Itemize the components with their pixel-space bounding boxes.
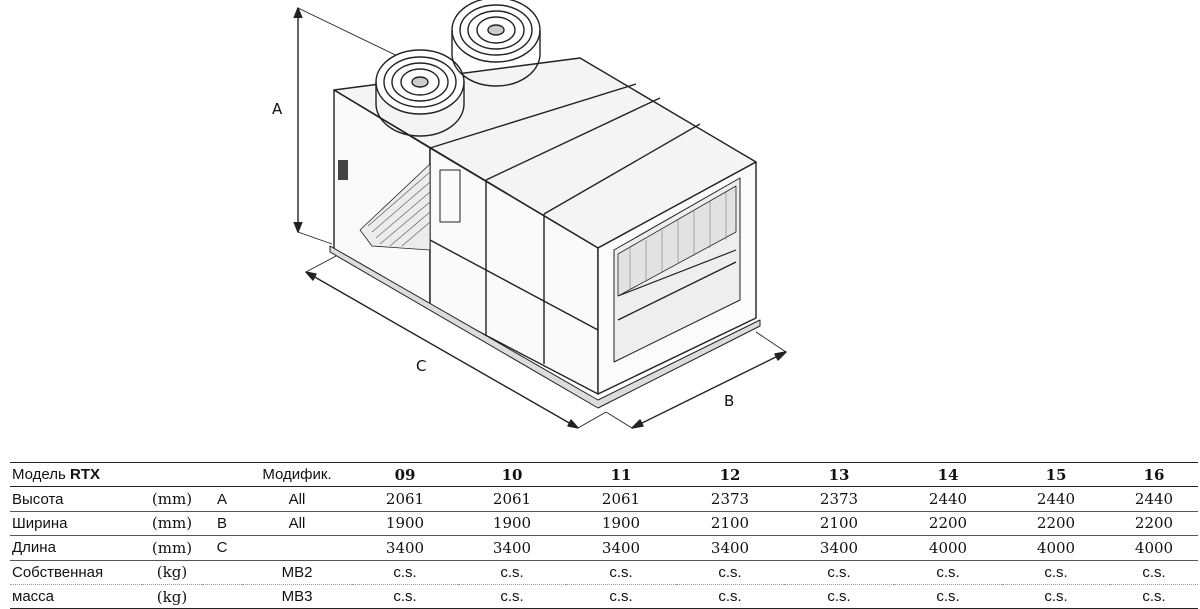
value-cell: c.s. <box>676 584 784 609</box>
row-label: масса <box>10 584 142 609</box>
dimension-a-label: A <box>272 100 283 118</box>
value-cell: 2373 <box>784 486 894 512</box>
value-cell: c.s. <box>458 584 566 609</box>
value-cell: c.s. <box>784 584 894 609</box>
value-cell: c.s. <box>566 584 676 609</box>
value-cell: c.s. <box>566 560 676 585</box>
value-cell: c.s. <box>1110 584 1198 609</box>
row-unit: (mm) <box>142 486 202 512</box>
row-modif: MB2 <box>242 560 352 585</box>
value-cell: 1900 <box>458 511 566 537</box>
row-symbol <box>202 560 242 585</box>
value-cell: 1900 <box>566 511 676 537</box>
col-header: 16 <box>1110 461 1198 488</box>
value-cell: c.s. <box>784 560 894 585</box>
value-cell: 2440 <box>1002 486 1110 512</box>
value-cell: 3400 <box>676 535 784 561</box>
model-prefix: Модель <box>12 466 66 484</box>
row-modif: All <box>242 511 352 537</box>
row-unit: (mm) <box>142 511 202 537</box>
col-header: 15 <box>1002 461 1110 488</box>
value-cell: 3400 <box>784 535 894 561</box>
col-header: 13 <box>784 461 894 488</box>
row-label: Длина <box>10 535 142 561</box>
value-cell: c.s. <box>352 560 458 585</box>
value-cell: c.s. <box>894 584 1002 609</box>
value-cell: c.s. <box>894 560 1002 585</box>
value-cell: 2061 <box>458 486 566 512</box>
value-cell: 2100 <box>676 511 784 537</box>
row-symbol: A <box>202 486 242 512</box>
col-header: 12 <box>676 461 784 488</box>
row-modif <box>242 535 352 561</box>
value-cell: c.s. <box>1110 560 1198 585</box>
value-cell: 4000 <box>1002 535 1110 561</box>
value-cell: 4000 <box>894 535 1002 561</box>
row-modif: All <box>242 486 352 512</box>
col-header: 10 <box>458 461 566 488</box>
value-cell: 3400 <box>566 535 676 561</box>
value-cell: 2100 <box>784 511 894 537</box>
rooftop-unit-drawing <box>293 0 787 429</box>
row-symbol <box>202 584 242 609</box>
value-cell: 2061 <box>352 486 458 512</box>
value-cell: 2200 <box>1002 511 1110 537</box>
col-header: 11 <box>566 461 676 488</box>
table-header-row: Модель RTX Модифик. 09 10 11 12 13 14 15… <box>10 461 1198 488</box>
row-label: Собственная <box>10 560 142 585</box>
value-cell: 3400 <box>352 535 458 561</box>
table-row: Длина (mm) C 3400 3400 3400 3400 3400 40… <box>10 535 1198 561</box>
value-cell: c.s. <box>1002 560 1110 585</box>
row-unit: (kg) <box>142 584 202 609</box>
row-modif: MB3 <box>242 584 352 609</box>
value-cell: c.s. <box>1002 584 1110 609</box>
value-cell: 2373 <box>676 486 784 512</box>
value-cell: c.s. <box>352 584 458 609</box>
row-symbol: C <box>202 535 242 561</box>
row-unit: (kg) <box>142 560 202 585</box>
table-row: Ширина (mm) B All 1900 1900 1900 2100 21… <box>10 511 1198 537</box>
col-header: 09 <box>352 461 458 488</box>
modif-header: Модифик. <box>242 461 352 488</box>
value-cell: c.s. <box>676 560 784 585</box>
row-unit: (mm) <box>142 535 202 561</box>
value-cell: c.s. <box>458 560 566 585</box>
dimension-b-label: B <box>724 392 735 410</box>
model-cell: Модель RTX <box>10 461 142 488</box>
table-row: Собственная (kg) MB2 c.s. c.s. c.s. c.s.… <box>10 560 1198 585</box>
value-cell: 3400 <box>458 535 566 561</box>
value-cell: 1900 <box>352 511 458 537</box>
row-label: Ширина <box>10 511 142 537</box>
value-cell: 2200 <box>1110 511 1198 537</box>
value-cell: 4000 <box>1110 535 1198 561</box>
table-row: Высота (mm) A All 2061 2061 2061 2373 23… <box>10 486 1198 512</box>
value-cell: 2440 <box>894 486 1002 512</box>
dimension-c-label: C <box>416 357 427 375</box>
col-header: 14 <box>894 461 1002 488</box>
value-cell: 2200 <box>894 511 1002 537</box>
value-cell: 2061 <box>566 486 676 512</box>
model-name: RTX <box>70 466 101 484</box>
row-label: Высота <box>10 486 142 512</box>
spec-table: Модель RTX Модифик. 09 10 11 12 13 14 15… <box>10 461 1198 609</box>
table-row: масса (kg) MB3 c.s. c.s. c.s. c.s. c.s. … <box>10 584 1198 609</box>
row-symbol: B <box>202 511 242 537</box>
value-cell: 2440 <box>1110 486 1198 512</box>
